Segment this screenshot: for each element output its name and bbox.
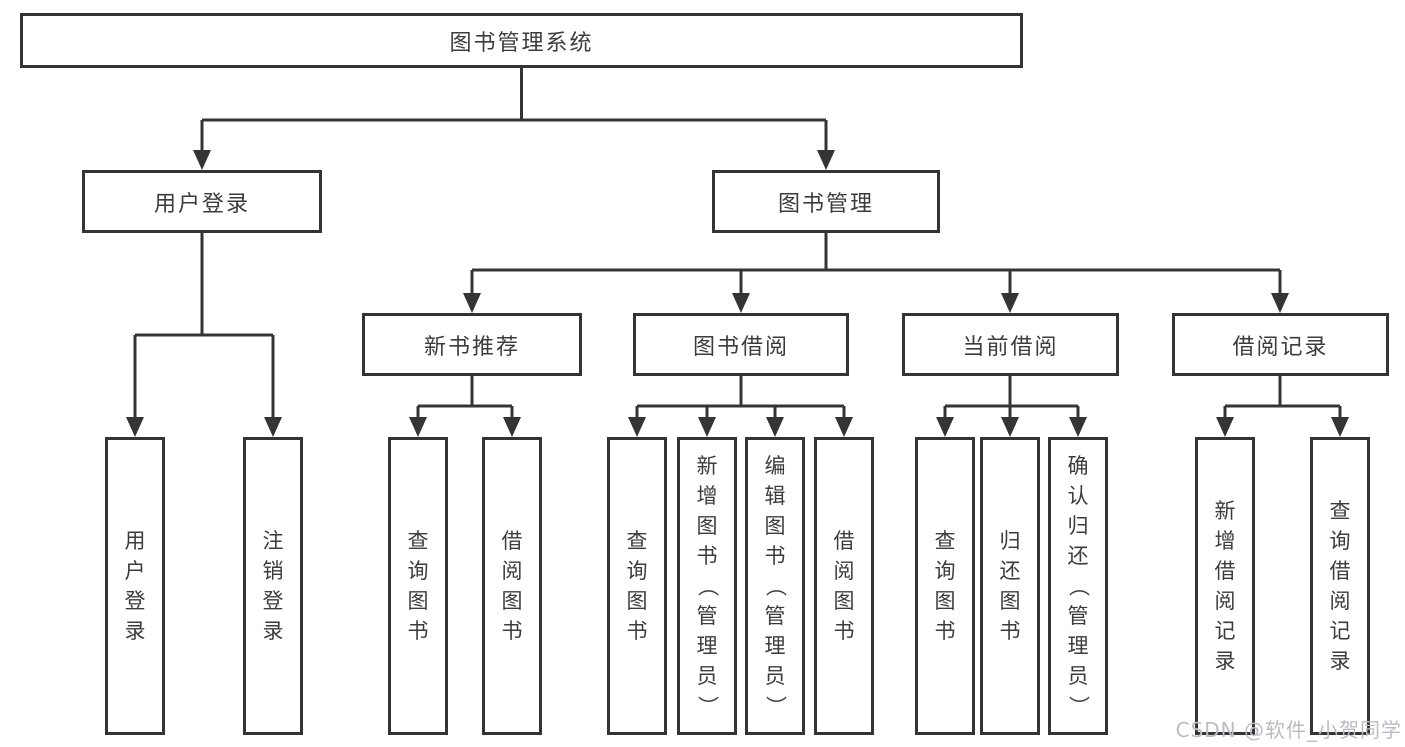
leaf-logout: 注销登录 <box>243 437 303 735</box>
node-label: 新书推荐 <box>423 334 520 360</box>
leaf-newbooks-query-books: 查询图书 <box>388 437 448 735</box>
node-user-login: 用户登录 <box>82 170 322 233</box>
node-book-management: 图书管理 <box>712 170 940 233</box>
node-label: 用户登录 <box>153 191 250 217</box>
node-label: 注销登录 <box>262 529 284 643</box>
node-label: 当前借阅 <box>962 334 1059 360</box>
leaf-borrowing-add-books-admin: 新增图书（管理员） <box>677 437 737 735</box>
watermark: CSDN @软件_小贺同学 <box>1175 718 1402 742</box>
node-label: 图书管理 <box>777 191 874 217</box>
node-label: 图书借阅 <box>692 334 789 360</box>
node-book-borrowing: 图书借阅 <box>633 313 849 376</box>
leaf-current-confirm-return-admin: 确认归还（管理员） <box>1048 437 1108 735</box>
leaf-borrowing-edit-books-admin: 编辑图书（管理员） <box>745 437 805 735</box>
leaf-current-return-books: 归还图书 <box>980 437 1040 735</box>
node-new-book-recommend: 新书推荐 <box>362 313 582 376</box>
leaf-newbooks-borrow-books: 借阅图书 <box>482 437 542 735</box>
node-borrow-records: 借阅记录 <box>1172 313 1389 376</box>
leaf-records-add-borrow-record: 新增借阅记录 <box>1195 437 1255 735</box>
node-label: 借阅图书 <box>501 529 523 643</box>
node-label: 编辑图书（管理员） <box>763 454 787 717</box>
node-label: 查询借阅记录 <box>1329 499 1351 673</box>
leaf-user-login: 用户登录 <box>105 437 165 735</box>
node-label: 查询图书 <box>626 529 648 643</box>
node-label: 借阅图书 <box>833 529 855 643</box>
node-label: 用户登录 <box>124 529 146 643</box>
node-current-borrowing: 当前借阅 <box>902 313 1119 376</box>
leaf-borrowing-borrow-books: 借阅图书 <box>814 437 874 735</box>
node-label: 借阅记录 <box>1232 334 1329 360</box>
node-label: 查询图书 <box>934 529 956 643</box>
node-label: 确认归还（管理员） <box>1066 454 1090 717</box>
node-label: 查询图书 <box>407 529 429 643</box>
leaf-records-query-borrow-record: 查询借阅记录 <box>1310 437 1370 735</box>
node-label: 新增借阅记录 <box>1214 499 1236 673</box>
arrowheads <box>126 150 1349 437</box>
node-label: 图书管理系统 <box>449 30 594 56</box>
leaf-current-query-books: 查询图书 <box>915 437 975 735</box>
node-label: 新增图书（管理员） <box>695 454 719 717</box>
node-root: 图书管理系统 <box>20 13 1023 68</box>
node-label: 归还图书 <box>999 529 1021 643</box>
leaf-borrowing-query-books: 查询图书 <box>607 437 667 735</box>
